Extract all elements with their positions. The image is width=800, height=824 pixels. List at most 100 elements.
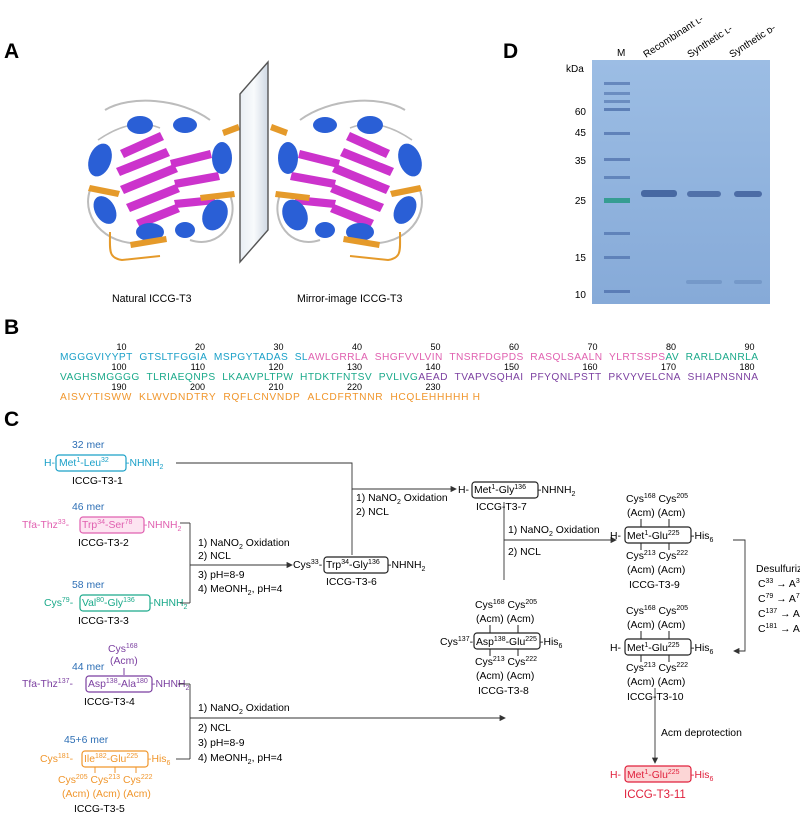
svg-text:ICCG-T3-10: ICCG-T3-10 bbox=[627, 692, 684, 703]
frag2-seq: Trp34-Ser78 bbox=[82, 519, 133, 531]
svg-text:-NHNH2: -NHNH2 bbox=[538, 485, 575, 498]
sequence-segment: PFYQNLPSTT bbox=[530, 372, 601, 383]
fragment-iccg-t3-4: Cys168 (Acm) 44 mer Tfa-Thz137- Asp138-A… bbox=[22, 643, 189, 708]
svg-text:Met1-Glu225: Met1-Glu225 bbox=[627, 642, 680, 654]
svg-text:ICCG-T3-6: ICCG-T3-6 bbox=[326, 577, 377, 588]
svg-text:Met1-Glu225: Met1-Glu225 bbox=[627, 530, 680, 542]
mirror-protein-structure bbox=[270, 99, 423, 262]
fragment-iccg-t3-2: 46 mer Tfa-Thz33- Trp34-Ser78 -NHNH2 ICC… bbox=[22, 502, 181, 549]
svg-text:-His6: -His6 bbox=[540, 637, 562, 650]
sequence-position-number: 190 bbox=[111, 382, 126, 392]
fragment-iccg-t3-3: 58 mer Cys79- Val80-Gly136 -NHNH2 ICCG-T… bbox=[44, 580, 187, 627]
svg-text:1) NaNO2 Oxidation: 1) NaNO2 Oxidation bbox=[198, 703, 290, 716]
ladder-35: 35 bbox=[575, 156, 587, 167]
sequence-segment: YLRTSSPS bbox=[609, 352, 665, 363]
final-product-iccg-t3-11: H- Met1-Glu225 -His6 ICCG-T3-11 bbox=[610, 765, 713, 801]
svg-text:H-: H- bbox=[610, 770, 621, 781]
kda-label: kDa bbox=[566, 64, 584, 75]
svg-text:Cys137-: Cys137- bbox=[440, 636, 473, 648]
frag1-seq: Met1-Leu32 bbox=[59, 457, 109, 469]
frag4-seq: Asp138-Ala180 bbox=[88, 678, 148, 690]
intermediate-iccg-t3-8: Cys168 Cys205 (Acm) (Acm) Cys137- Asp138… bbox=[440, 599, 562, 697]
desulfurization-step: Desulfurization C33 → A33 C79 → A79 C137… bbox=[756, 564, 800, 635]
sequence-segment: SHIAPNSNNA bbox=[688, 372, 759, 383]
band-synthetic-l bbox=[687, 191, 721, 197]
svg-text:3) pH=8-9: 3) pH=8-9 bbox=[198, 738, 245, 749]
faint-band-synthetic-d bbox=[734, 280, 762, 284]
svg-text:ICCG-T3-7: ICCG-T3-7 bbox=[476, 502, 527, 513]
panel-letter-d: D bbox=[503, 40, 518, 63]
sequence-segment: RASQLSAALN bbox=[530, 352, 602, 363]
sequence-segment: SL bbox=[295, 352, 308, 363]
frag2-left: Tfa-Thz33- bbox=[22, 519, 69, 531]
sequence-position-number: 180 bbox=[739, 362, 754, 372]
svg-text:Cys168 Cys205: Cys168 Cys205 bbox=[626, 605, 688, 617]
svg-text:(Acm) (Acm): (Acm) (Acm) bbox=[476, 614, 534, 625]
sequence-position-number: 130 bbox=[347, 362, 362, 372]
sequence-position-number: 170 bbox=[661, 362, 676, 372]
sequence-position-number: 30 bbox=[273, 342, 283, 352]
frag4-name: ICCG-T3-4 bbox=[84, 697, 135, 708]
ladder-15: 15 bbox=[575, 253, 587, 264]
intermediate-iccg-t3-7: H- Met1-Gly136 -NHNH2 ICCG-T3-7 bbox=[458, 481, 575, 513]
sequence-segment: HTDKTFNTSV bbox=[300, 372, 372, 383]
frag5-seq: Ile182-Glu225 bbox=[84, 753, 138, 765]
svg-text:4) MeONH2, pH=4: 4) MeONH2, pH=4 bbox=[198, 753, 283, 766]
frag4-acm: (Acm) bbox=[110, 656, 138, 667]
svg-text:Cys168 Cys205: Cys168 Cys205 bbox=[626, 493, 688, 505]
ladder-45: 45 bbox=[575, 128, 587, 139]
frag5-cys-row: Cys205 Cys213 Cys222 bbox=[58, 774, 153, 786]
sequence-position-number: 20 bbox=[195, 342, 205, 352]
svg-text:C181 → A181: C181 → A181 bbox=[758, 623, 800, 635]
svg-text:Cys213 Cys222: Cys213 Cys222 bbox=[626, 662, 688, 674]
sequence-segment: HCQLEHHHHH H bbox=[390, 392, 480, 403]
intermediate-iccg-t3-10: Cys168 Cys205 (Acm) (Acm) H- Met1-Glu225… bbox=[610, 605, 713, 703]
sequence-segment: GTSLTFGGIA bbox=[139, 352, 207, 363]
panel-letter-b: B bbox=[4, 316, 19, 339]
svg-text:-His6: -His6 bbox=[691, 770, 713, 783]
svg-text:(Acm) (Acm): (Acm) (Acm) bbox=[627, 620, 685, 631]
sequence-segment: TVAPVSQHAI bbox=[455, 372, 524, 383]
fragment-iccg-t3-1: 32 mer H- Met1-Leu32 -NHNH2 ICCG-T3-1 bbox=[44, 440, 163, 487]
sequence-segment: SHGFVVLVIN bbox=[375, 352, 443, 363]
band-recombinant bbox=[641, 190, 677, 197]
frag4-cys: Cys168 bbox=[108, 643, 138, 655]
svg-text:4) MeONH2, pH=4: 4) MeONH2, pH=4 bbox=[198, 584, 283, 597]
svg-text:1) NaNO2 Oxidation: 1) NaNO2 Oxidation bbox=[198, 538, 290, 551]
svg-text:2) NCL: 2) NCL bbox=[356, 507, 389, 518]
intermediate-iccg-t3-9: Cys168 Cys205 (Acm) (Acm) H- Met1-Glu225… bbox=[610, 493, 713, 591]
svg-text:1) NaNO2 Oxidation: 1) NaNO2 Oxidation bbox=[356, 493, 448, 506]
svg-text:2) NCL: 2) NCL bbox=[198, 723, 231, 734]
frag4-left: Tfa-Thz137- bbox=[22, 678, 73, 690]
svg-text:Cys213 Cys222: Cys213 Cys222 bbox=[626, 550, 688, 562]
sequence-position-number: 110 bbox=[191, 362, 205, 372]
frag1-right: -NHNH2 bbox=[126, 458, 163, 471]
sequence-segment: PKVYVELCNA bbox=[608, 372, 680, 383]
svg-text:-His6: -His6 bbox=[691, 531, 713, 544]
frag5-mer: 45+6 mer bbox=[64, 735, 109, 746]
natural-protein-structure bbox=[87, 99, 240, 262]
sequence-segment: TLRIAEQNPS bbox=[146, 372, 215, 383]
svg-text:H-: H- bbox=[610, 531, 621, 542]
frag2-box bbox=[79, 516, 145, 534]
svg-text:ICCG-T3-9: ICCG-T3-9 bbox=[629, 580, 680, 591]
svg-text:3) pH=8-9: 3) pH=8-9 bbox=[198, 570, 245, 581]
frag5-acm-row: (Acm) (Acm) (Acm) bbox=[62, 789, 151, 800]
sample-bands bbox=[641, 190, 762, 284]
sequence-position-number: 100 bbox=[111, 362, 126, 372]
sequence-segment: MGGGVIYYPT bbox=[60, 352, 132, 363]
natural-label: Natural ICCG-T3 bbox=[112, 293, 192, 305]
svg-text:1) NaNO2 Oxidation: 1) NaNO2 Oxidation bbox=[508, 525, 600, 538]
frag4-mer: 44 mer bbox=[72, 662, 105, 673]
svg-text:(Acm) (Acm): (Acm) (Acm) bbox=[476, 671, 534, 682]
conditions-a: 1) NaNO2 Oxidation 2) NCL 3) pH=8-9 4) M… bbox=[198, 538, 290, 597]
svg-text:C79 → A79: C79 → A79 bbox=[758, 593, 800, 605]
sequence-position-number: 140 bbox=[425, 362, 440, 372]
sequence-segment: ALCDFRTNNR bbox=[308, 392, 383, 403]
svg-text:Asp138-Glu225: Asp138-Glu225 bbox=[476, 636, 537, 648]
sequence-position-number: 160 bbox=[582, 362, 597, 372]
sequence-position-number: 50 bbox=[430, 342, 440, 352]
intermediate-iccg-t3-6: Cys33- Trp34-Gly136 -NHNH2 ICCG-T3-6 bbox=[293, 556, 425, 588]
frag1-box bbox=[55, 454, 127, 472]
